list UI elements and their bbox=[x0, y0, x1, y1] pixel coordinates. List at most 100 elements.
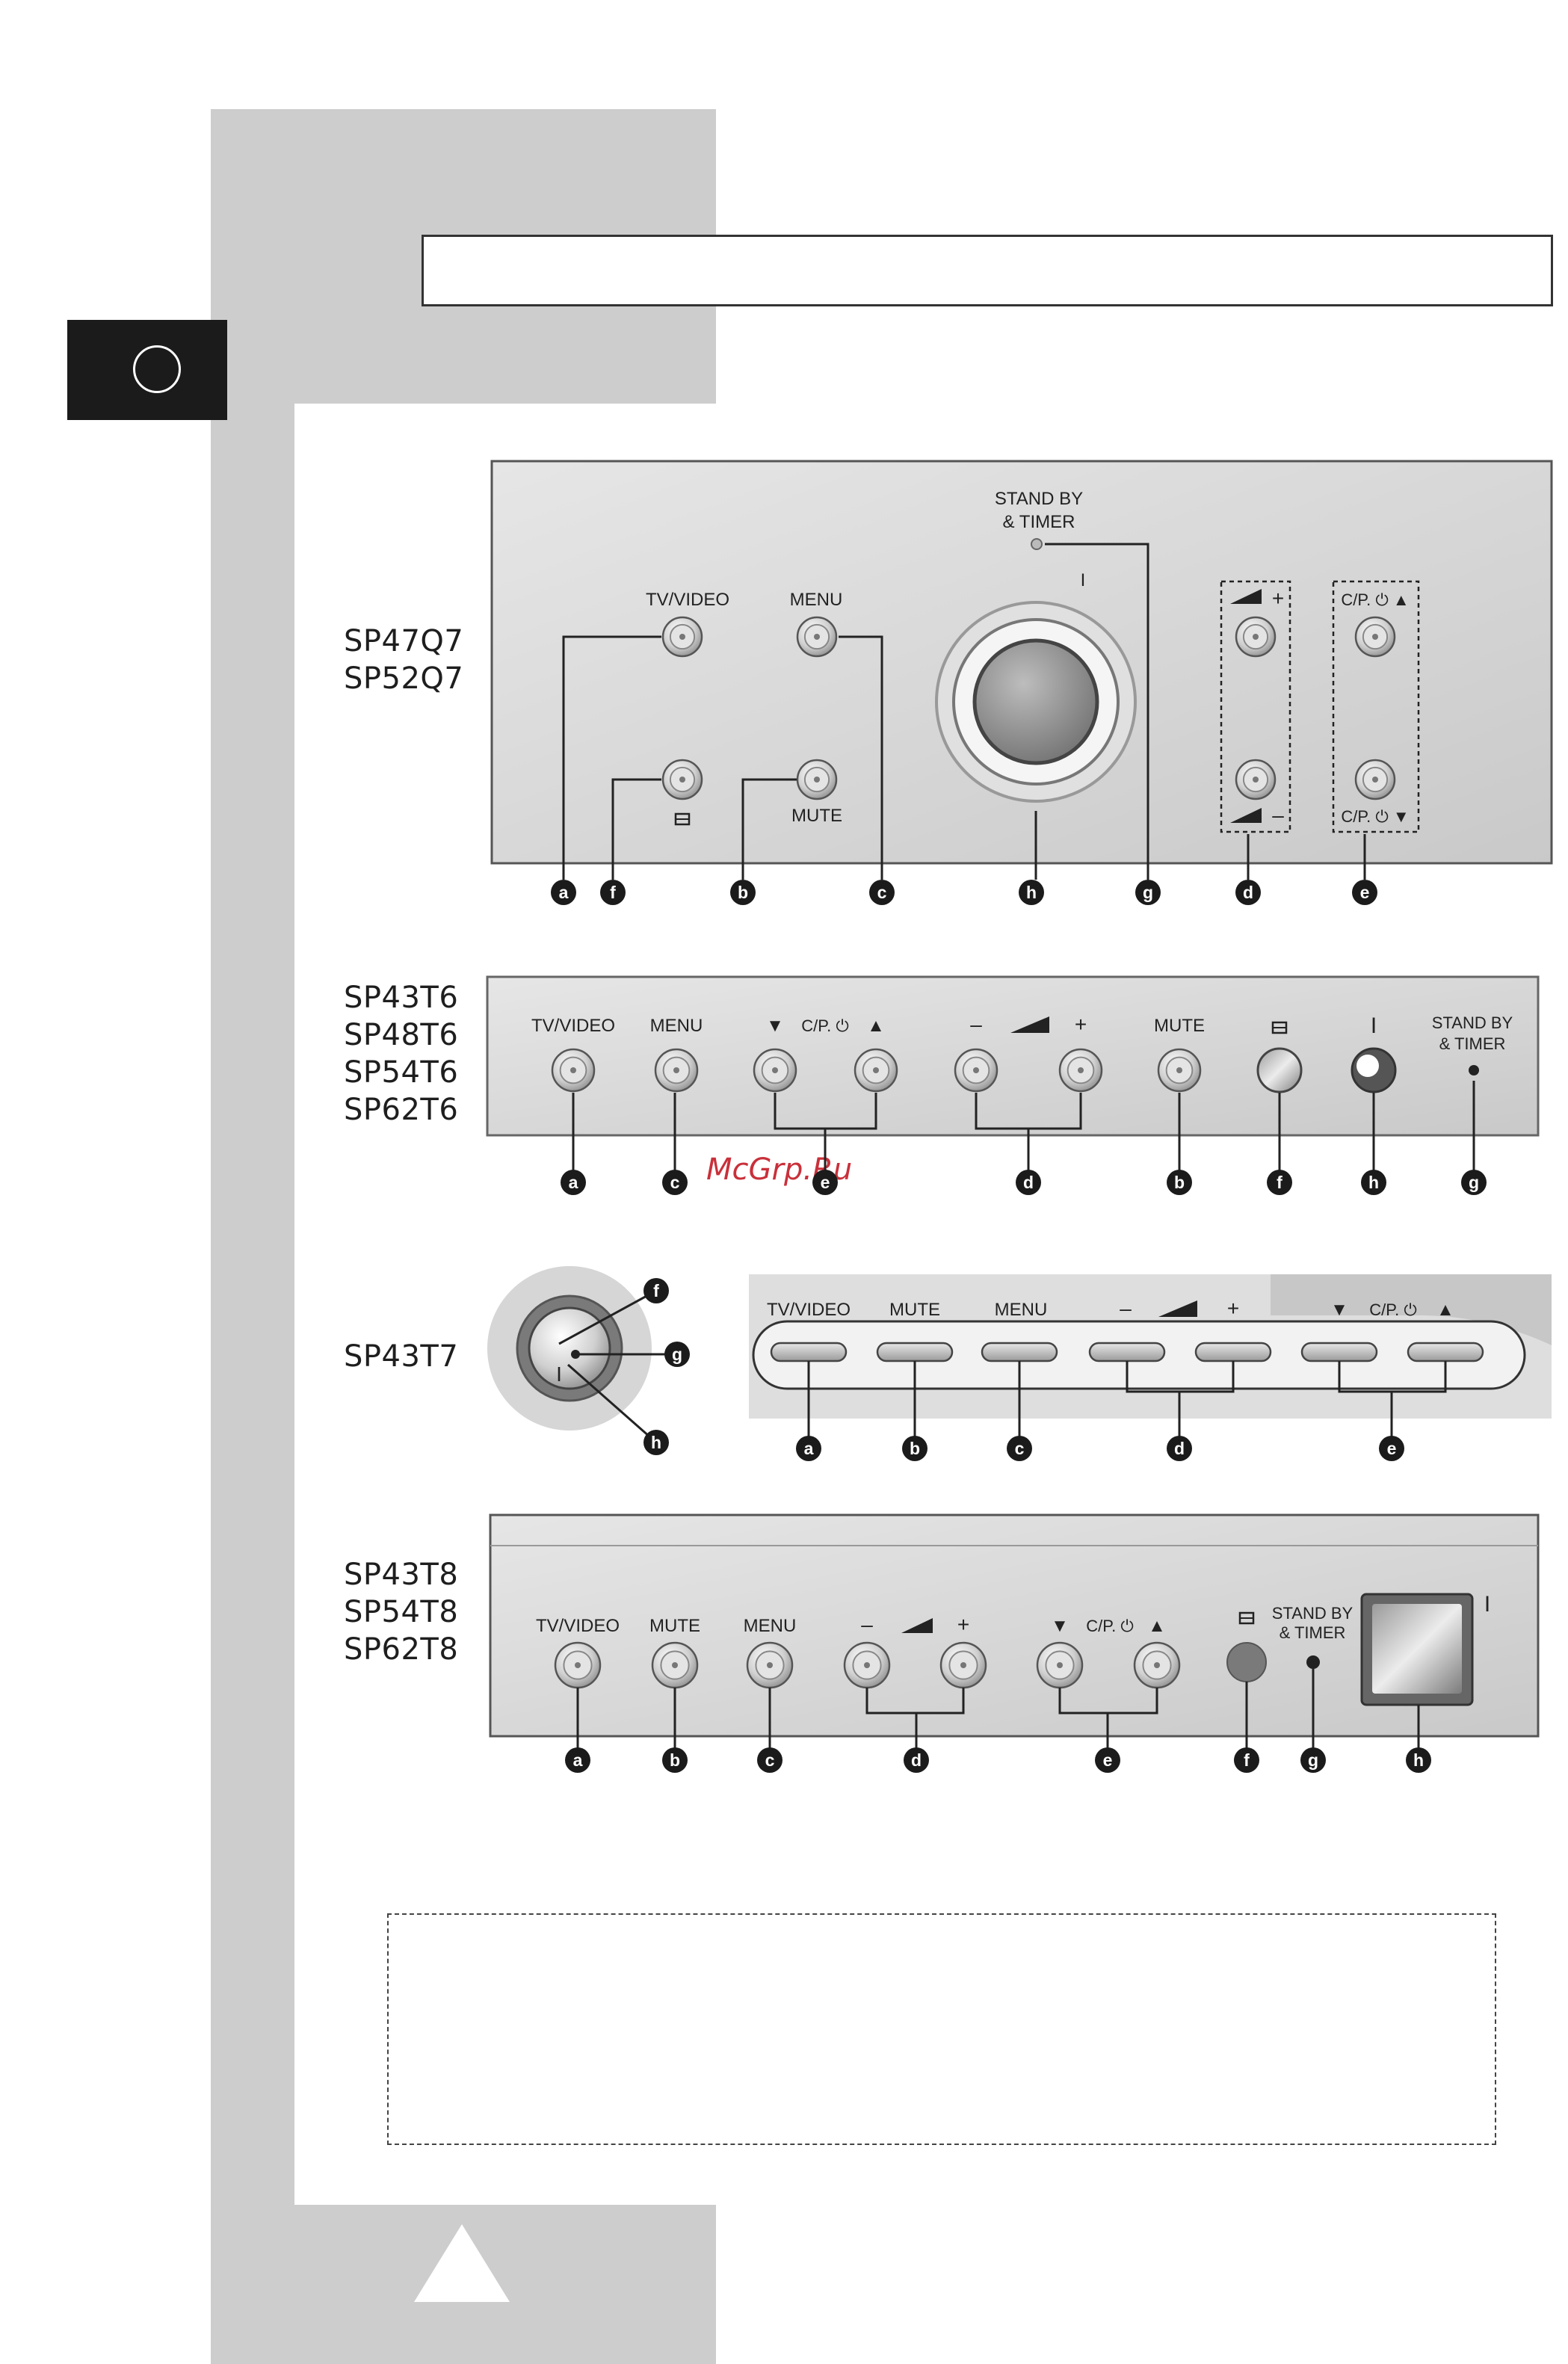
callout-a-label: a bbox=[559, 883, 569, 902]
callout-e bbox=[812, 1170, 838, 1195]
channel-up-button[interactable] bbox=[1407, 1342, 1484, 1362]
callout-h-label: h bbox=[1413, 1750, 1424, 1770]
mute-button-dot bbox=[1176, 1067, 1182, 1073]
model-label: SP47Q7 bbox=[344, 624, 464, 658]
mute-button-dot bbox=[672, 1662, 678, 1668]
channel-up-arrow: ▲ bbox=[1148, 1616, 1166, 1636]
model-label: SP54T6 bbox=[344, 1055, 459, 1090]
callout-b-label: b bbox=[670, 1750, 680, 1770]
channel-label: C/P. ⏻ bbox=[801, 1016, 848, 1035]
volume-up-button-dot bbox=[1078, 1067, 1084, 1073]
menu-button-dot bbox=[814, 634, 820, 640]
menu-label: MENU bbox=[995, 1300, 1048, 1320]
model-label: SP62T6 bbox=[344, 1093, 459, 1127]
volume-down-button-dot bbox=[1253, 777, 1259, 783]
antenna-button[interactable] bbox=[1256, 1047, 1303, 1093]
callout-f-label: f bbox=[1277, 1173, 1283, 1192]
menu-label: MENU bbox=[790, 590, 843, 610]
callout-c-label: c bbox=[877, 883, 887, 902]
callout-b bbox=[1167, 1170, 1192, 1195]
volume-group-box bbox=[1220, 580, 1291, 833]
callout-c bbox=[757, 1747, 783, 1773]
channel-label: C/P. ⏻ bbox=[1369, 1300, 1416, 1319]
menu-button-dot bbox=[673, 1067, 679, 1073]
channel-up-arrow: ▲ bbox=[867, 1016, 885, 1036]
power-button[interactable] bbox=[972, 638, 1099, 765]
model-label: SP43T8 bbox=[344, 1558, 459, 1592]
callout-b-label: b bbox=[910, 1439, 920, 1458]
tv-video-label: TV/VIDEO bbox=[536, 1616, 620, 1636]
callout-g bbox=[1135, 880, 1161, 905]
callout-d-label: d bbox=[1174, 1439, 1185, 1458]
timer-label: & TIMER bbox=[1439, 1034, 1506, 1053]
callout-b bbox=[662, 1747, 688, 1773]
leader-h bbox=[567, 1363, 657, 1444]
model-label: SP52Q7 bbox=[344, 661, 464, 696]
volume-down-button-dot bbox=[973, 1067, 979, 1073]
volume-icon bbox=[1010, 1016, 1049, 1033]
callout-a-label: a bbox=[804, 1439, 814, 1458]
model-label: SP43T7 bbox=[344, 1339, 459, 1374]
tv-video-button-dot bbox=[575, 1662, 581, 1668]
model-list-panel-1: SP47Q7 SP52Q7 bbox=[344, 623, 463, 697]
volume-down-button[interactable] bbox=[1088, 1342, 1166, 1362]
channel-up-arrow: ▲ bbox=[1436, 1300, 1454, 1320]
callout-f bbox=[600, 880, 626, 905]
tv-video-label: TV/VIDEO bbox=[646, 590, 729, 610]
menu-label: MENU bbox=[650, 1016, 703, 1036]
menu-button[interactable] bbox=[981, 1342, 1058, 1362]
callout-e bbox=[1095, 1747, 1120, 1773]
callout-d bbox=[1235, 880, 1261, 905]
callout-a bbox=[551, 880, 576, 905]
power-mark: I bbox=[1081, 570, 1086, 590]
tv-video-button-dot bbox=[679, 634, 685, 640]
volume-minus-label: – bbox=[970, 1013, 982, 1036]
model-label: SP48T6 bbox=[344, 1018, 459, 1052]
callout-e bbox=[1352, 880, 1377, 905]
timer-label: & TIMER bbox=[1280, 1623, 1346, 1642]
callout-d-label: d bbox=[1023, 1173, 1034, 1192]
standby-label: STAND BY bbox=[995, 489, 1083, 509]
volume-down-button-dot bbox=[864, 1662, 870, 1668]
callout-h bbox=[1361, 1170, 1386, 1195]
callout-g bbox=[1461, 1170, 1487, 1195]
callout-g-label: g bbox=[1469, 1173, 1479, 1192]
volume-up-button[interactable] bbox=[1194, 1342, 1272, 1362]
volume-icon bbox=[1158, 1300, 1197, 1317]
callout-d bbox=[1016, 1170, 1041, 1195]
leader-g bbox=[1045, 543, 1149, 880]
callout-a-label: a bbox=[573, 1750, 583, 1770]
circle-icon bbox=[133, 345, 181, 393]
channel-up-button-dot bbox=[873, 1067, 879, 1073]
callout-c-label: c bbox=[1015, 1439, 1025, 1458]
channel-label: C/P. ⏻ bbox=[1086, 1617, 1133, 1635]
callout-f bbox=[1267, 1170, 1292, 1195]
volume-up-button-dot bbox=[1253, 634, 1259, 640]
callout-c bbox=[662, 1170, 688, 1195]
power-button[interactable] bbox=[528, 1306, 611, 1390]
callout-e-label: e bbox=[1387, 1439, 1397, 1458]
antenna-button[interactable] bbox=[1226, 1642, 1267, 1682]
tv-video-label: TV/VIDEO bbox=[767, 1300, 851, 1320]
header-title-box bbox=[422, 235, 1553, 306]
callout-h-label: h bbox=[1026, 883, 1037, 902]
model-label: SP43T6 bbox=[344, 981, 459, 1015]
volume-icon bbox=[901, 1618, 933, 1633]
channel-down-arrow: ▼ bbox=[1051, 1616, 1069, 1636]
tv-video-button[interactable] bbox=[770, 1342, 848, 1362]
mute-button[interactable] bbox=[876, 1342, 954, 1362]
chapter-tab bbox=[67, 320, 227, 420]
callout-e-label: e bbox=[1360, 883, 1370, 902]
standby-indicator bbox=[1306, 1655, 1320, 1669]
volume-plus-label: + bbox=[1075, 1013, 1087, 1036]
callout-c-label: c bbox=[765, 1750, 775, 1770]
callout-g-label: g bbox=[1143, 883, 1153, 902]
channel-down-button[interactable] bbox=[1300, 1342, 1378, 1362]
callout-c-label: c bbox=[670, 1173, 680, 1192]
channel-up-label: C/P. ⏻ ▲ bbox=[1341, 590, 1409, 609]
model-list-panel-3: SP43T7 bbox=[344, 1338, 458, 1375]
callout-d bbox=[1167, 1436, 1192, 1461]
callout-a bbox=[796, 1436, 821, 1461]
menu-label: MENU bbox=[744, 1616, 797, 1636]
